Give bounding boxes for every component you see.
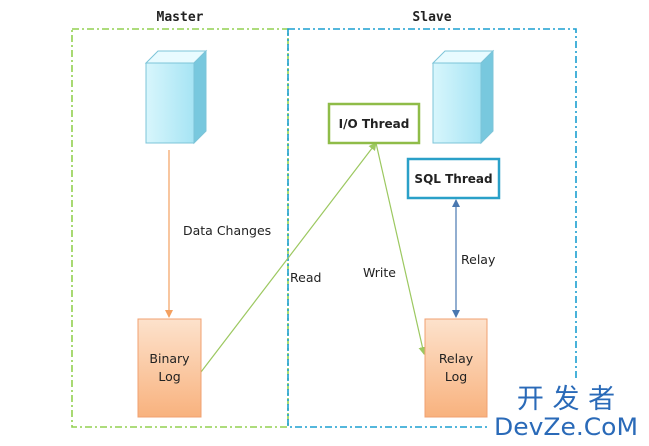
read-label: Read [290, 270, 321, 285]
read-arrow [200, 142, 377, 373]
binary-log-label-line1: Binary [149, 351, 190, 366]
write-arrow [375, 142, 427, 355]
relay-log-label-line2: Log [445, 369, 467, 384]
sql-thread-label: SQL Thread [414, 172, 492, 186]
io-thread-label: I/O Thread [339, 117, 410, 131]
master-server-icon [144, 49, 208, 145]
sql-thread-node: SQL Thread [406, 157, 501, 200]
relay-log-label-line1: Relay [439, 351, 474, 366]
slave-region [287, 28, 577, 428]
io-thread-node: I/O Thread [327, 102, 421, 145]
master-title: Master [157, 10, 204, 25]
binary-log-node: Binary Log [137, 318, 202, 418]
relay-log-node: Relay Log [424, 318, 488, 418]
write-label: Write [363, 265, 396, 280]
watermark-backdrop [490, 380, 642, 442]
slave-title: Slave [412, 10, 451, 25]
slave-server-icon [431, 49, 495, 145]
watermark-line2: DevZe.CoM [494, 413, 638, 441]
watermark-logo: 开 发 者 DevZe.CoM [494, 384, 638, 441]
binary-log-label-line2: Log [158, 369, 180, 384]
relay-label: Relay [461, 252, 496, 267]
data-changes-label: Data Changes [183, 223, 271, 238]
watermark-line1: 开 发 者 [517, 384, 615, 415]
